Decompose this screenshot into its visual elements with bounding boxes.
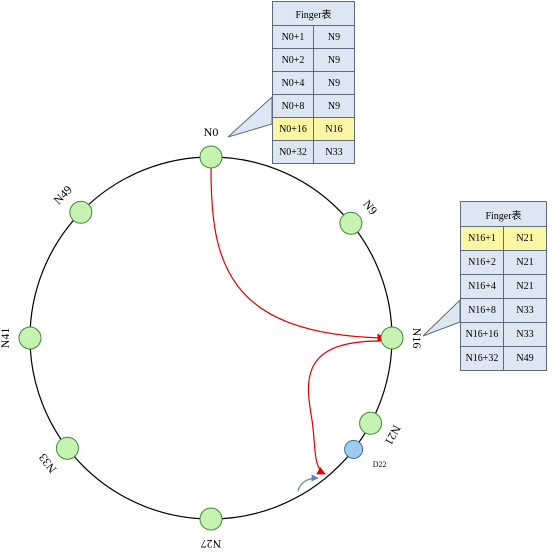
- node-label-n16: N16: [410, 328, 424, 349]
- node-label-n49: N49: [51, 183, 75, 208]
- lookup-arrow-n0-to-n16: [210, 167, 386, 343]
- lookup-arrow-n16-to-n21: [307, 340, 384, 475]
- finger-start-cell: N0+16: [272, 117, 314, 141]
- n16-table-callout: [422, 298, 461, 337]
- node-n9: [339, 211, 363, 235]
- node-n27: [199, 507, 223, 531]
- finger-node-cell: N9: [313, 25, 355, 49]
- finger-start-cell: N16+32: [460, 346, 504, 371]
- finger-start-cell: N0+1: [272, 25, 314, 49]
- node-n49: [69, 200, 93, 224]
- finger-node-cell: N49: [503, 346, 547, 371]
- finger-node-cell: N33: [503, 298, 547, 323]
- node-label-n9: N9: [360, 197, 380, 217]
- finger-table-title: Finger表: [272, 1, 355, 26]
- node-label-n33: N33: [36, 451, 60, 476]
- node-label-n21: N21: [382, 423, 404, 448]
- finger-start-cell: N0+2: [272, 48, 314, 72]
- finger-node-cell: N21: [503, 226, 547, 251]
- node-label-n0: N0: [204, 125, 219, 139]
- finger-node-cell: N9: [313, 94, 355, 118]
- finger-start-cell: N16+8: [460, 298, 504, 323]
- key-arrow-d22-to-n21: [297, 474, 319, 492]
- finger-node-cell: N9: [313, 48, 355, 72]
- finger-node-cell: N33: [313, 140, 355, 164]
- node-n41: [18, 326, 42, 350]
- key-label-d22: D22: [373, 460, 387, 469]
- key-d22: [344, 439, 364, 459]
- node-label-n27: N27: [201, 537, 222, 551]
- finger-node-cell: N33: [503, 322, 547, 347]
- finger-table-title: Finger表: [460, 201, 547, 227]
- node-label-n41: N41: [0, 328, 12, 349]
- finger-node-cell: N16: [313, 117, 355, 141]
- finger-node-cell: N21: [503, 250, 547, 275]
- node-n16: [380, 326, 404, 350]
- finger-start-cell: N16+4: [460, 274, 504, 299]
- node-n0: [199, 145, 223, 169]
- finger-start-cell: N0+4: [272, 71, 314, 95]
- finger-start-cell: N0+8: [272, 94, 314, 118]
- node-n21: [359, 411, 383, 435]
- node-n33: [55, 436, 79, 460]
- finger-start-cell: N0+32: [272, 140, 314, 164]
- finger-start-cell: N16+1: [460, 226, 504, 251]
- finger-start-cell: N16+16: [460, 322, 504, 347]
- finger-node-cell: N21: [503, 274, 547, 299]
- finger-node-cell: N9: [313, 71, 355, 95]
- n0-table-callout: [227, 95, 273, 138]
- finger-start-cell: N16+2: [460, 250, 504, 275]
